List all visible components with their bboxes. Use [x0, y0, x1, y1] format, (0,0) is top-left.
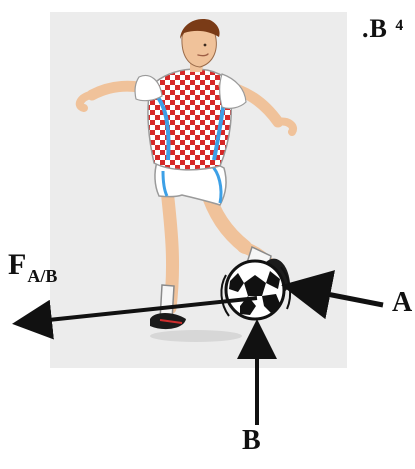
point-b-label: B — [242, 425, 261, 456]
point-a-label: A — [392, 287, 413, 318]
force-label: FA/B — [8, 248, 57, 286]
force-arrows — [12, 270, 384, 425]
corner-label: .B ⁴ — [362, 14, 405, 43]
force-arrow-ab — [12, 296, 258, 340]
force-subscript-label: A/B — [27, 266, 58, 286]
force-main-label: F — [8, 248, 27, 281]
arrow-to-a — [281, 270, 384, 320]
